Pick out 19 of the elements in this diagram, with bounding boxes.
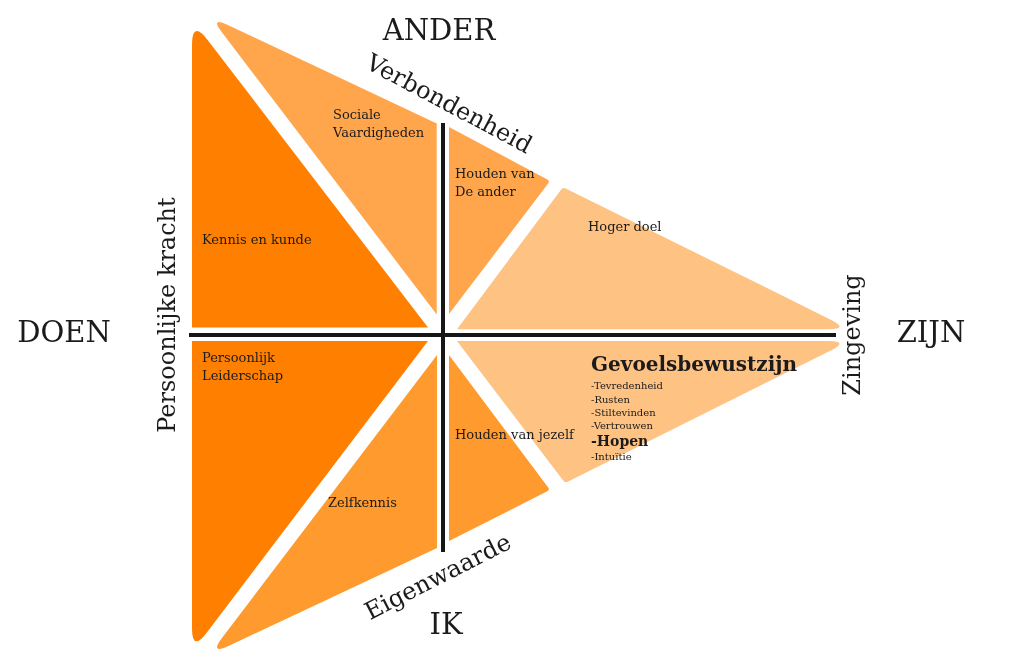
segment-label: Persoonlijk Leiderschap	[202, 349, 285, 385]
side-label: Persoonlijke kracht	[152, 197, 182, 433]
pole-label: DOEN	[17, 314, 111, 350]
segment-label: Houden van De ander	[455, 165, 536, 201]
segment-label: Kennis en kunde	[202, 231, 312, 249]
list-item: -Tevredenheid	[591, 380, 663, 392]
list-item: -Vertrouwen	[591, 420, 653, 432]
list-item: -Hopen	[591, 433, 649, 450]
segment-heading: Gevoelsbewustzijn	[591, 352, 798, 376]
segment-label: Hoger doel	[588, 218, 662, 236]
segment-label: Zelfkennis	[328, 494, 397, 512]
segment-label: Houden van jezelf	[455, 426, 574, 444]
list-item: -Intuïtie	[591, 451, 632, 463]
triangle-segment	[457, 187, 840, 329]
pole-label: ANDER	[382, 12, 496, 48]
list-item: -Rusten	[591, 394, 630, 406]
list-item: -Stiltevinden	[591, 407, 656, 419]
side-label: Zingeving	[837, 274, 867, 396]
pole-label: ZIJN	[896, 314, 966, 350]
